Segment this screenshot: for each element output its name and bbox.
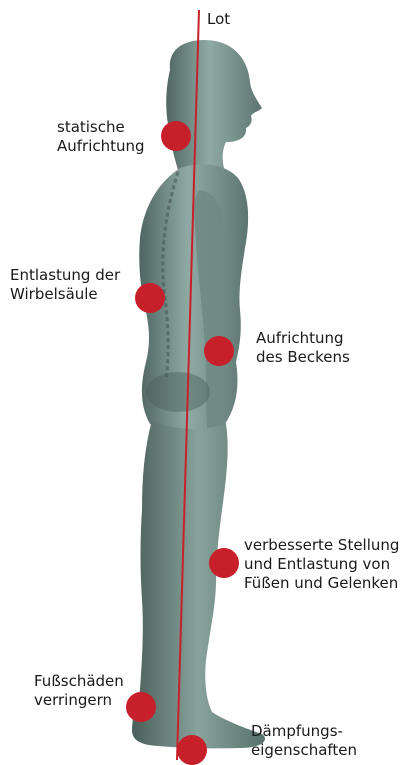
pelvis-shape	[146, 372, 210, 412]
marker-spine	[135, 283, 165, 313]
label-knee: verbesserte Stellung und Entlastung von …	[244, 536, 399, 593]
label-foot: Dämpfungs- eigenschaften	[251, 722, 357, 760]
body-silhouette	[132, 40, 265, 748]
plumb-line-label: Lot	[207, 10, 230, 29]
marker-foot	[177, 735, 207, 765]
label-pelvis: Aufrichtung des Beckens	[256, 329, 350, 367]
label-neck: statische Aufrichtung	[57, 118, 145, 156]
marker-pelvis	[204, 336, 234, 366]
label-spine: Entlastung der Wirbelsäule	[10, 266, 120, 304]
marker-knee	[209, 548, 239, 578]
head-shape	[166, 40, 262, 176]
marker-heel	[126, 692, 156, 722]
marker-neck	[161, 121, 191, 151]
label-heel: Fußschäden verringern	[34, 672, 124, 710]
